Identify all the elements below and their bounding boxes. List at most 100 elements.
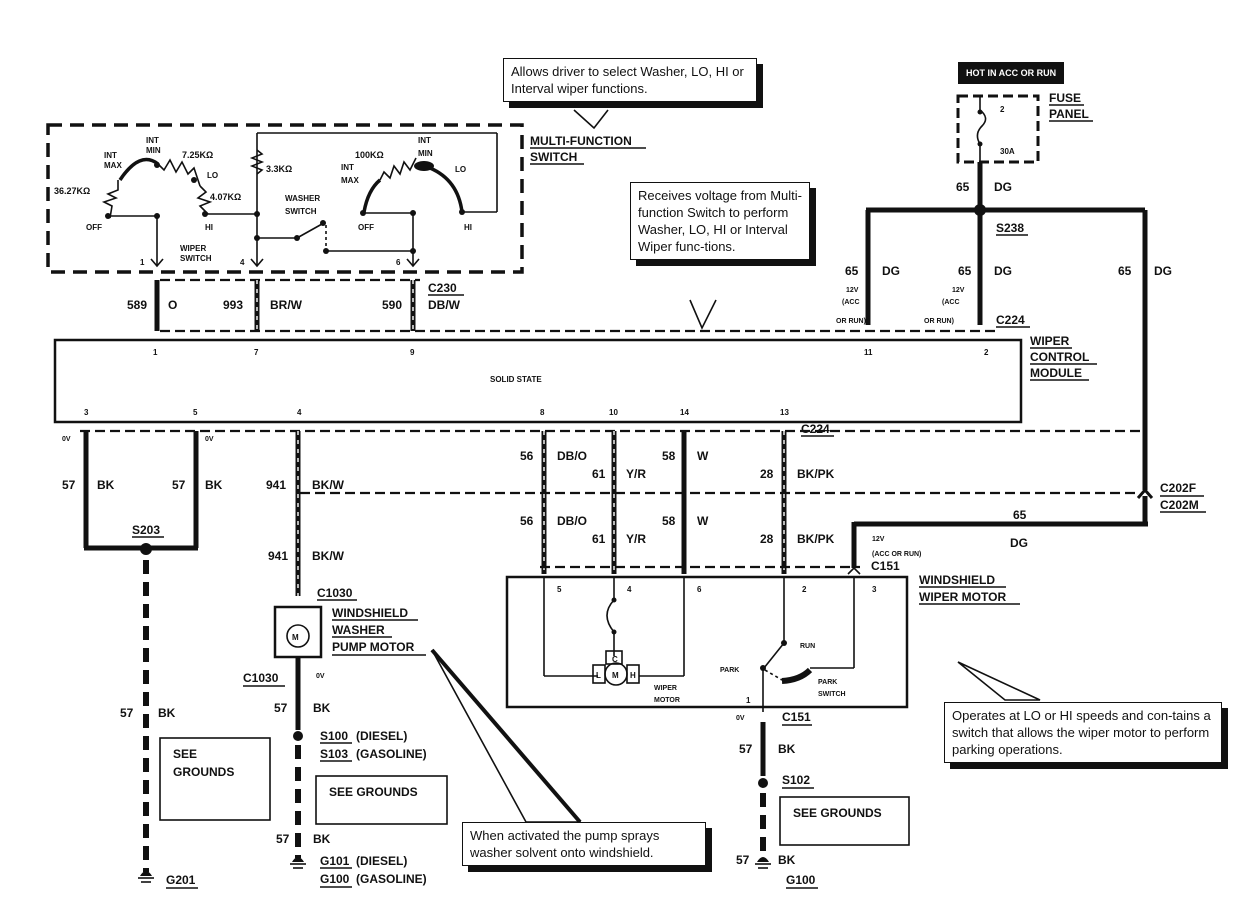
wiper-motor-box bbox=[505, 575, 909, 709]
label-park-switch: PARK bbox=[818, 679, 837, 686]
voltage-label: 0V bbox=[316, 673, 325, 680]
wire-color: BK bbox=[778, 742, 796, 756]
ground-g100a-label: G100 bbox=[320, 872, 350, 886]
pin-motor-2: 2 bbox=[802, 585, 807, 594]
terminal-c: C bbox=[612, 655, 618, 664]
wire-color: DB/O bbox=[557, 514, 587, 528]
label-int-min: INT bbox=[146, 136, 159, 145]
wiper-control-module-box bbox=[53, 338, 1023, 424]
title-windshield-wiper-motor-2: WIPER MOTOR bbox=[919, 590, 1006, 604]
wiper-dial-arc-max bbox=[118, 157, 160, 181]
ground-icon-g201 bbox=[138, 871, 154, 883]
resistor-36k bbox=[101, 180, 119, 219]
pump-motor-symbol: M bbox=[292, 633, 299, 642]
splice-s238 bbox=[974, 204, 986, 216]
title-multi-function-switch: MULTI-FUNCTION bbox=[530, 134, 632, 148]
wire-color: BK/W bbox=[312, 549, 345, 563]
wire-circuit: 941 bbox=[266, 478, 286, 492]
wire-color: DB/W bbox=[428, 298, 461, 312]
label-r-hi: HI bbox=[464, 223, 472, 232]
label-lo: LO bbox=[207, 171, 218, 180]
callout-control-module: Receives voltage from Multi-function Swi… bbox=[630, 182, 810, 260]
title-wiper-control-module-2: CONTROL bbox=[1030, 350, 1089, 364]
connector-c202f: C202F bbox=[1160, 481, 1196, 495]
connector-c151-top: C151 bbox=[871, 559, 900, 573]
voltage-label: 0V bbox=[62, 436, 71, 443]
label-park: PARK bbox=[720, 667, 739, 674]
wire-circuit: 57 bbox=[276, 832, 290, 846]
wire-color: BK bbox=[97, 478, 115, 492]
splice-s238-label: S238 bbox=[996, 221, 1024, 235]
label-r-int-max-2: MAX bbox=[341, 176, 359, 185]
wire-color: BK bbox=[778, 853, 796, 867]
ground-g100a-note: (GASOLINE) bbox=[356, 872, 427, 886]
wire-circuit: 56 bbox=[520, 449, 534, 463]
title-wiper-control-module: WIPER bbox=[1030, 334, 1070, 348]
voltage-label: 12V bbox=[872, 536, 885, 543]
pin-mfs-6: 6 bbox=[396, 258, 401, 267]
ground-g100-label: G100 bbox=[786, 873, 816, 887]
label-wiper-switch-2: SWITCH bbox=[180, 254, 212, 263]
connector-c151-bottom: C151 bbox=[782, 710, 811, 724]
pin-motor-3: 3 bbox=[872, 585, 877, 594]
see-grounds-box-2 bbox=[315, 775, 448, 825]
callout-washer-pump: When activated the pump sprays washer so… bbox=[462, 822, 706, 866]
see-grounds-text-1b: GROUNDS bbox=[173, 765, 234, 779]
wire-circuit: 56 bbox=[520, 514, 534, 528]
resistor-100k bbox=[379, 157, 417, 181]
wire-circuit: 65 bbox=[845, 264, 859, 278]
state-label: (ACC bbox=[842, 299, 860, 306]
washer-pump-box bbox=[273, 605, 323, 659]
pin-module-7: 7 bbox=[254, 348, 259, 357]
see-grounds-box-3 bbox=[779, 796, 910, 846]
pin-motor-5: 5 bbox=[557, 585, 562, 594]
motor-harness bbox=[541, 431, 787, 574]
connector-c224-bottom: C224 bbox=[801, 422, 830, 436]
state-label: (ACC OR RUN) bbox=[872, 551, 921, 558]
terminal-h: H bbox=[630, 671, 636, 680]
label-r-lo: LO bbox=[455, 165, 466, 174]
wire-color: DG bbox=[994, 264, 1012, 278]
connector-c1030-top: C1030 bbox=[317, 586, 353, 600]
voltage-label: 0V bbox=[205, 436, 214, 443]
title-wiper-control-module-3: MODULE bbox=[1030, 366, 1082, 380]
pin-module-11: 11 bbox=[864, 348, 873, 357]
title-multi-function-switch-2: SWITCH bbox=[530, 150, 577, 164]
ground-g201-label: G201 bbox=[166, 873, 196, 887]
resistor-4k bbox=[196, 185, 213, 215]
label-park-switch-2: SWITCH bbox=[818, 691, 846, 698]
splice-s100-label: S100 bbox=[320, 729, 348, 743]
wire-color: BK bbox=[313, 701, 331, 715]
wire-circuit: 65 bbox=[1118, 264, 1132, 278]
pin-motor-1: 1 bbox=[746, 696, 751, 705]
label-r-int-max: INT bbox=[341, 163, 354, 172]
wire-color: BK bbox=[205, 478, 223, 492]
label-wiper-motor: WIPER bbox=[654, 685, 677, 692]
label-int-max-2: MAX bbox=[104, 161, 122, 170]
connector-c224-top: C224 bbox=[996, 313, 1025, 327]
label-washer-switch: WASHER bbox=[285, 194, 320, 203]
fuse-rating: 30A bbox=[1000, 147, 1015, 156]
wire-circuit: 57 bbox=[736, 853, 750, 867]
ground-icon-g101 bbox=[290, 857, 306, 869]
wire-color: BK bbox=[313, 832, 331, 846]
ground-icon-g100 bbox=[755, 857, 771, 869]
wiper-motor-icon bbox=[604, 662, 628, 686]
wire-circuit: 61 bbox=[592, 467, 606, 481]
callout-wiper-motor: Operates at LO or HI speeds and con-tain… bbox=[944, 702, 1222, 763]
wire-color: BK bbox=[158, 706, 176, 720]
pin-module-5: 5 bbox=[193, 408, 198, 417]
wire-circuit: 58 bbox=[662, 514, 676, 528]
wire-color: DB/O bbox=[557, 449, 587, 463]
splice-s103-label: S103 bbox=[320, 747, 348, 761]
park-switch-contact bbox=[763, 642, 785, 669]
splice-s103-note: (GASOLINE) bbox=[356, 747, 427, 761]
resistor-7k bbox=[157, 158, 201, 187]
pin-module-10: 10 bbox=[609, 408, 618, 417]
wire-circuit: 941 bbox=[268, 549, 288, 563]
pin-module-1: 1 bbox=[153, 348, 158, 357]
label-int-max: INT bbox=[104, 151, 117, 160]
splice-s203-label: S203 bbox=[132, 523, 160, 537]
pin-module-14: 14 bbox=[680, 408, 689, 417]
